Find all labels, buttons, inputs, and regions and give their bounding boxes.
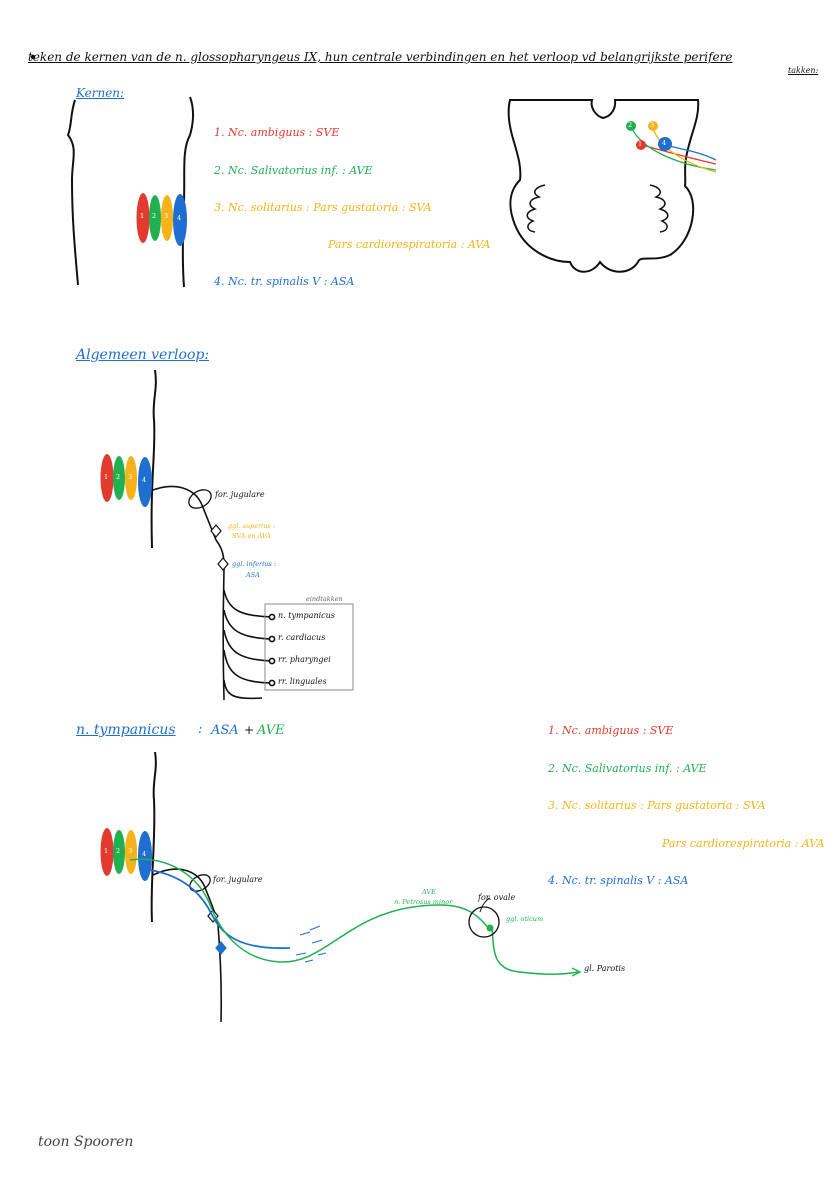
nucleus-label-3-right: 3. Nc. solitarius : Pars gustatoria : SV…: [548, 799, 766, 812]
label-ggl-inferius-sub: ASA: [246, 571, 260, 579]
algemeen-nuclei-ovals: [100, 454, 152, 507]
nucleus-oval-4: [173, 194, 187, 246]
tym-label-gl-parotis: gl. Parotis: [584, 964, 626, 973]
section-tympanicus-heading: n. tympanicus: [76, 722, 176, 738]
cs-number-3: 3: [650, 121, 655, 129]
tym-label-petrosus-minor: n. Petrosus minor: [394, 898, 453, 906]
tym-oval-number-4: 4: [142, 850, 147, 858]
oval-number-2: 2: [152, 212, 157, 220]
alg-oval-number-4: 4: [142, 476, 147, 484]
cs-number-4: 4: [662, 139, 667, 147]
nucleus-label-4-right: 4. Nc. tr. spinalis V : ASA: [548, 874, 689, 887]
alg-oval-number-3: 3: [128, 473, 133, 481]
eindtakken-box: [264, 603, 354, 691]
tympanicus-colon: :: [198, 722, 203, 737]
branch-label-2: r. cardiacus: [278, 633, 326, 642]
section-algemeen-heading: Algemeen verloop:: [76, 347, 210, 363]
tympanicus-pathways: [129, 858, 582, 1023]
tym-oval-number-3: 3: [128, 847, 133, 855]
page-title: teken de kernen van de n. glossopharynge…: [28, 50, 733, 64]
oval-number-4: 4: [177, 214, 182, 222]
tympanicus-plus: +: [244, 723, 255, 737]
cs-number-2: 2: [628, 121, 633, 129]
author-signature: toon Spooren: [38, 1134, 134, 1150]
nucleus-label-2: 2. Nc. Salivatorius inf. : AVE: [214, 164, 373, 177]
cross-section: [507, 99, 700, 273]
algemeen-nerve: [152, 485, 276, 701]
tym-label-ave: AVE: [422, 888, 436, 896]
cross-section-nuclei: [626, 121, 717, 173]
label-ggl-superius-sub: SVA en AVA: [232, 532, 271, 540]
nucleus-label-1-right: 1. Nc. ambiguus : SVE: [548, 724, 674, 737]
nucleus-oval-2: [149, 195, 161, 241]
nucleus-label-3: 3. Nc. solitarius : Pars gustatoria : SV…: [214, 201, 432, 214]
section-kernen-heading: Kernen:: [76, 86, 125, 100]
branch-label-1: n. tympanicus: [278, 611, 335, 620]
tympanicus-nuclei-ovals: [100, 828, 152, 881]
cs-number-1: 1: [638, 140, 643, 148]
tym-label-for-ovale: for. ovale: [478, 893, 516, 902]
tym-oval-number-2: 2: [116, 847, 121, 855]
page-title-continued: takken:: [788, 66, 819, 75]
nucleus-label-3b-right: Pars cardiorespiratoria : AVA: [662, 837, 825, 850]
nucleus-oval-1: [136, 193, 150, 243]
label-ggl-inferius: ggl. inferius :: [232, 560, 277, 568]
nucleus-label-4: 4. Nc. tr. spinalis V : ASA: [214, 275, 355, 288]
algemeen-brainstem: [150, 369, 157, 549]
tym-label-for-jugulare: for. jugulare: [213, 875, 263, 884]
nucleus-label-3b: Pars cardiorespiratoria : AVA: [328, 238, 491, 251]
tympanicus-brainstem: [150, 751, 157, 923]
tym-oval-number-1: 1: [104, 847, 109, 855]
oval-number-1: 1: [140, 212, 145, 220]
kernen-brainstem: [66, 96, 194, 288]
nucleus-label-1: 1. Nc. ambiguus : SVE: [214, 126, 340, 139]
label-ggl-superius: ggl. superius :: [228, 522, 276, 530]
tympanicus-asa: ASA: [211, 723, 239, 738]
nucleus-label-2-right: 2. Nc. Salivatorius inf. : AVE: [548, 762, 707, 775]
kernen-nuclei-ovals: [136, 193, 187, 246]
tympanicus-ave: AVE: [257, 723, 285, 738]
oval-number-3: 3: [164, 212, 169, 220]
branch-label-4: rr. linguales: [278, 677, 327, 686]
alg-oval-number-2: 2: [116, 473, 121, 481]
title-bullet: [30, 54, 36, 60]
branch-label-3: rr. pharyngei: [278, 655, 331, 664]
nucleus-oval-3: [161, 195, 173, 241]
label-eindtakken: eindtakken: [306, 595, 343, 603]
tym-label-ggl-oticum: ggl. oticum: [506, 915, 544, 923]
alg-oval-number-1: 1: [104, 473, 109, 481]
label-for-jugulare: for. jugulare: [215, 490, 265, 499]
